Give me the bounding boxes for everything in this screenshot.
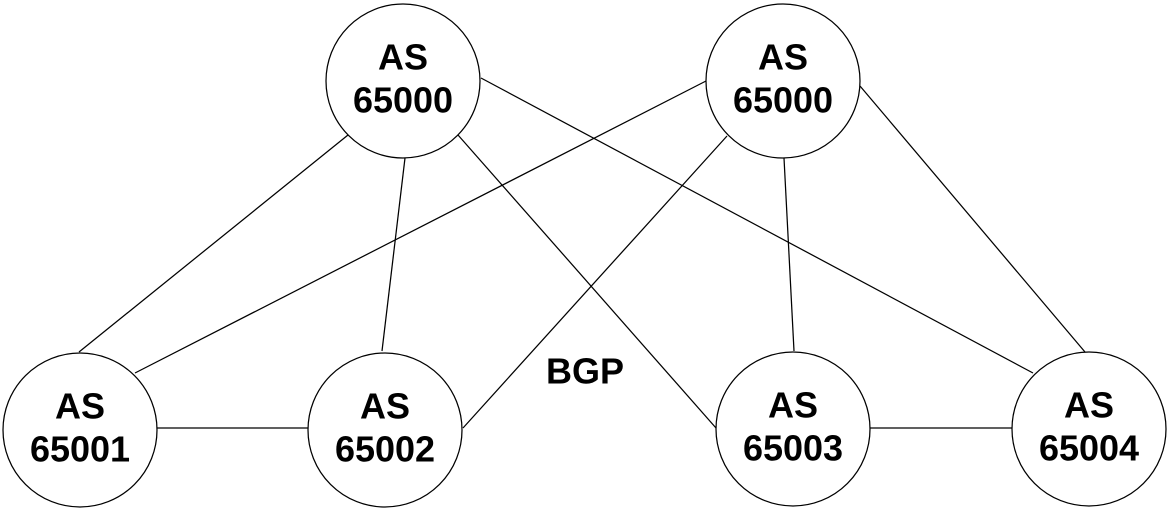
- node-label-as65001-line1: AS: [55, 386, 105, 427]
- node-circle-as65000-right: [705, 3, 861, 159]
- node-label-as65000-right-line1: AS: [758, 37, 808, 78]
- node-circle-as65004: [1011, 351, 1167, 507]
- node-label-as65003-line1: AS: [768, 385, 818, 426]
- link-as65000-right-as65001: [134, 80, 707, 374]
- node-circle-as65002: [307, 352, 463, 508]
- node-label-as65000-left-line1: AS: [378, 37, 428, 78]
- link-as65000-right-as65002: [462, 135, 728, 429]
- nodes-layer: AS65000AS65000AS65001AS65002AS65003AS650…: [2, 3, 1167, 508]
- node-circle-as65001: [2, 352, 158, 508]
- bgp-label: BGP: [546, 351, 624, 392]
- link-as65000-right-as65003: [783, 157, 795, 352]
- link-as65000-left-as65002: [381, 157, 406, 352]
- node-label-as65002-line1: AS: [360, 386, 410, 427]
- node-circle-as65003: [715, 351, 871, 507]
- link-as65000-left-as65004: [480, 77, 1034, 374]
- node-label-as65002-line2: 65002: [335, 429, 435, 470]
- edges-layer: [78, 77, 1086, 429]
- node-circle-as65000-left: [325, 3, 481, 159]
- node-label-as65000-right-line2: 65000: [733, 80, 833, 121]
- link-as65000-left-as65003: [457, 134, 717, 429]
- node-label-as65000-left-line2: 65000: [353, 80, 453, 121]
- node-label-as65004-line2: 65004: [1039, 428, 1139, 469]
- link-as65000-left-as65001: [78, 134, 349, 353]
- node-label-as65003-line2: 65003: [743, 428, 843, 469]
- node-label-as65004-line1: AS: [1064, 385, 1114, 426]
- link-as65000-right-as65004: [859, 85, 1086, 353]
- node-label-as65001-line2: 65001: [30, 429, 130, 470]
